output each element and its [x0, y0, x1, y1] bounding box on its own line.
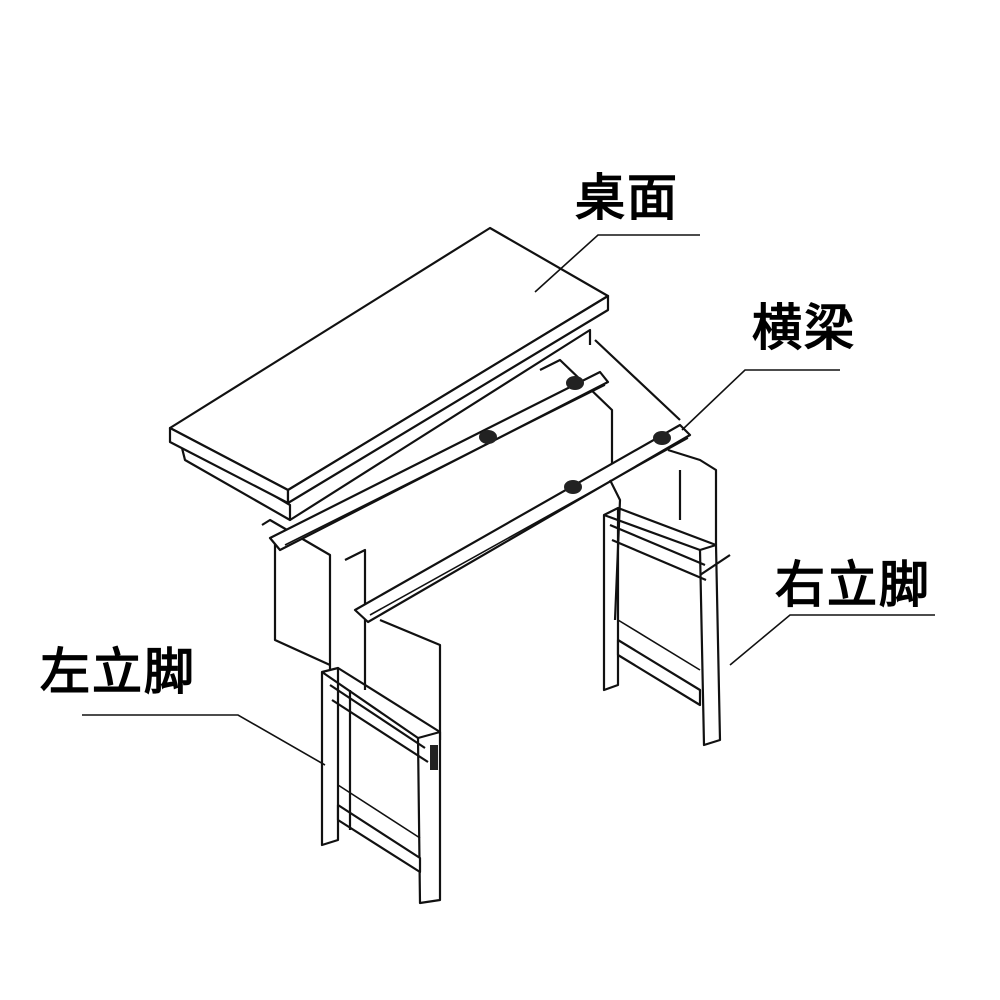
bolt-icon [479, 430, 497, 444]
leader-lines [82, 234, 935, 766]
desktop-board [168, 226, 610, 522]
leader-crossbeam [681, 369, 840, 431]
bolt-icon [653, 431, 671, 445]
bracket-icon [430, 745, 438, 770]
label-left-leg: 左立脚 [40, 643, 196, 701]
left-leg [320, 666, 442, 905]
label-crossbeam: 横梁 [752, 299, 856, 357]
right-leg [602, 448, 731, 747]
bolt-icon [564, 480, 582, 494]
back-crossbeam [268, 370, 610, 552]
bolt-icon [566, 376, 584, 390]
label-right-leg: 右立脚 [775, 556, 931, 614]
leader-right-leg [729, 614, 935, 666]
leader-left-leg [82, 714, 326, 766]
label-desktop: 桌面 [575, 169, 679, 227]
front-crossbeam [353, 423, 692, 740]
leader-desktop [534, 234, 700, 293]
